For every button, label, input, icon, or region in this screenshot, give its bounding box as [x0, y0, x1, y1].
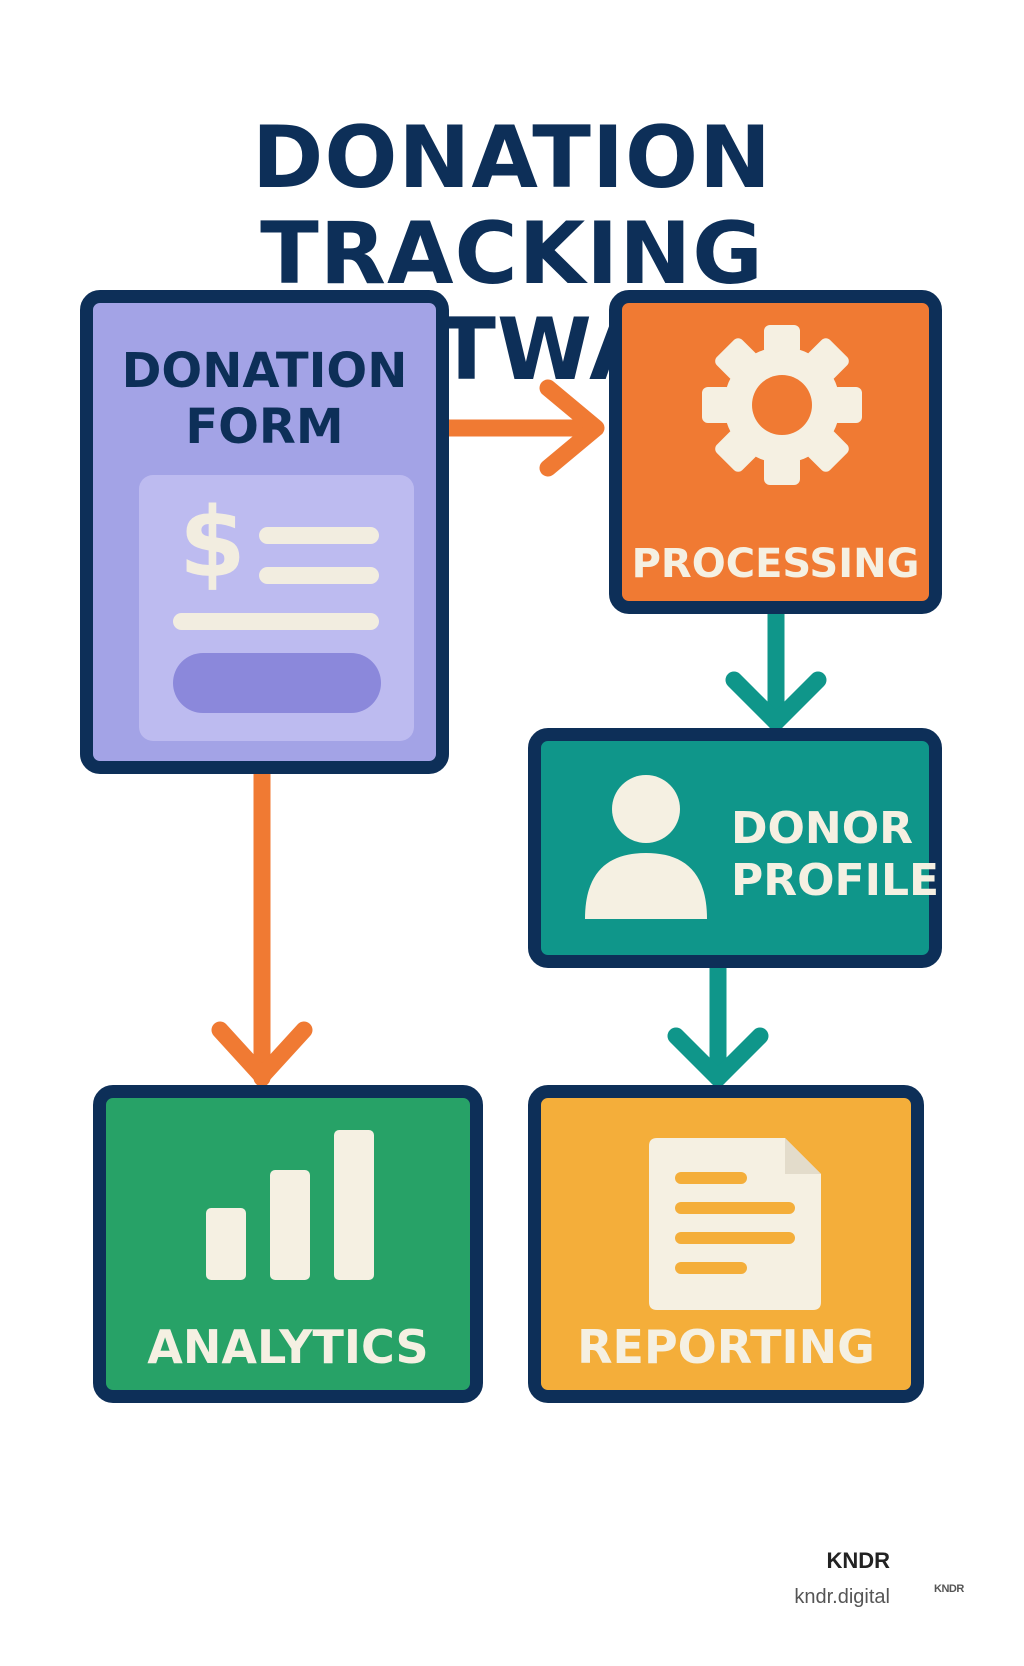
donation-form-label-line-2: FORM	[185, 399, 344, 455]
brand-block: KNDR kndr.digital	[770, 1548, 890, 1609]
dollar-sign-icon: $	[179, 487, 246, 599]
donor-profile-label-line-2: PROFILE	[731, 855, 940, 906]
title-line-1: DONATION TRACKING	[251, 107, 773, 304]
analytics-node: ANALYTICS	[93, 1085, 483, 1403]
donor-profile-label-line-1: DONOR	[731, 803, 914, 854]
document-icon	[649, 1138, 821, 1310]
gear-icon	[702, 325, 862, 485]
donation-form-label-line-1: DONATION	[121, 343, 408, 399]
form-illustration: $	[139, 475, 414, 741]
brand-url: kndr.digital	[794, 1586, 890, 1608]
processing-label: PROCESSING	[631, 541, 920, 587]
arrow-donor-profile-to-reporting	[667, 959, 769, 1087]
form-field-line	[259, 567, 379, 584]
donation-form-label: DONATION FORM	[93, 343, 436, 455]
donation-form-node: DONATION FORM $	[80, 290, 449, 774]
processing-node: PROCESSING	[609, 290, 942, 614]
donor-profile-node: DONOR PROFILE	[528, 728, 942, 968]
bar-chart-icon	[206, 1130, 374, 1280]
form-field-line	[259, 527, 379, 544]
arrow-form-to-processing	[440, 379, 605, 477]
arrow-form-to-analytics	[211, 765, 313, 1087]
analytics-label: ANALYTICS	[147, 1320, 429, 1374]
form-submit-pill	[173, 653, 381, 713]
form-field-line	[173, 613, 379, 630]
person-icon	[585, 775, 707, 919]
reporting-node: REPORTING	[528, 1085, 924, 1403]
brand-logo-mark: KNDR	[934, 1583, 964, 1595]
reporting-label: REPORTING	[577, 1320, 875, 1374]
arrow-processing-to-donor-profile	[725, 605, 827, 731]
brand-name: KNDR	[826, 1548, 890, 1573]
donor-profile-label: DONOR PROFILE	[731, 803, 939, 907]
